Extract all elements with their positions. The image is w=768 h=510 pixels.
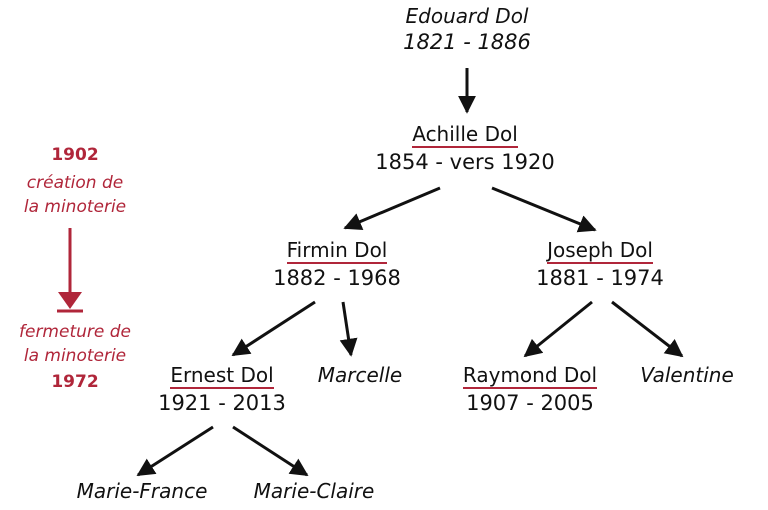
person-name: Raymond Dol — [462, 363, 598, 389]
person-valentine: Valentine — [622, 363, 752, 387]
person-ernest: Ernest Dol 1921 - 2013 — [142, 363, 302, 417]
person-name: Edouard Dol — [405, 4, 529, 28]
timeline-start-year: 1902 — [51, 145, 99, 165]
arrow-firmin-to-ernest — [231, 300, 316, 357]
arrow-firmin-to-marcelle — [339, 301, 358, 357]
person-years: 1882 - 1968 — [273, 266, 401, 290]
timeline-end-year: 1972 — [51, 372, 99, 392]
person-name: Marie-Claire — [253, 479, 375, 503]
person-name: Achille Dol — [412, 122, 518, 148]
arrow-achille-to-joseph — [491, 186, 597, 233]
person-name: Ernest Dol — [170, 363, 274, 389]
person-years: 1821 - 1886 — [403, 30, 531, 54]
person-name: Marcelle — [317, 363, 403, 387]
person-marie-france: Marie-France — [56, 479, 228, 503]
person-name: Valentine — [640, 363, 734, 387]
arrow-joseph-to-raymond — [523, 300, 593, 358]
person-edouard: Edouard Dol 1821 - 1886 — [367, 4, 567, 56]
timeline-end-event-line2: la minoterie — [23, 346, 127, 366]
arrow-ernest-to-marie-france — [136, 425, 214, 477]
person-name: Joseph Dol — [547, 238, 653, 264]
person-achille: Achille Dol 1854 - vers 1920 — [345, 122, 585, 176]
person-name: Marie-France — [76, 479, 208, 503]
person-name: Firmin Dol — [286, 238, 388, 264]
person-marcelle: Marcelle — [300, 363, 420, 387]
person-marie-claire: Marie-Claire — [232, 479, 396, 503]
timeline-start-event-line1: création de — [26, 173, 124, 193]
timeline-arrow-head — [58, 292, 82, 309]
timeline-start-event-line2: la minoterie — [23, 197, 127, 217]
person-firmin: Firmin Dol 1882 - 1968 — [257, 238, 417, 292]
arrow-joseph-to-valentine — [611, 300, 684, 358]
arrow-ernest-to-marie-claire — [232, 425, 309, 477]
person-years: 1907 - 2005 — [466, 391, 594, 415]
person-years: 1881 - 1974 — [536, 266, 664, 290]
arrow-achille-to-firmin — [343, 186, 441, 231]
person-joseph: Joseph Dol 1881 - 1974 — [520, 238, 680, 292]
person-years: 1854 - vers 1920 — [375, 150, 555, 174]
timeline-end-event-line1: fermeture de — [19, 322, 131, 342]
person-years: 1921 - 2013 — [158, 391, 286, 415]
person-raymond: Raymond Dol 1907 - 2005 — [440, 363, 620, 417]
